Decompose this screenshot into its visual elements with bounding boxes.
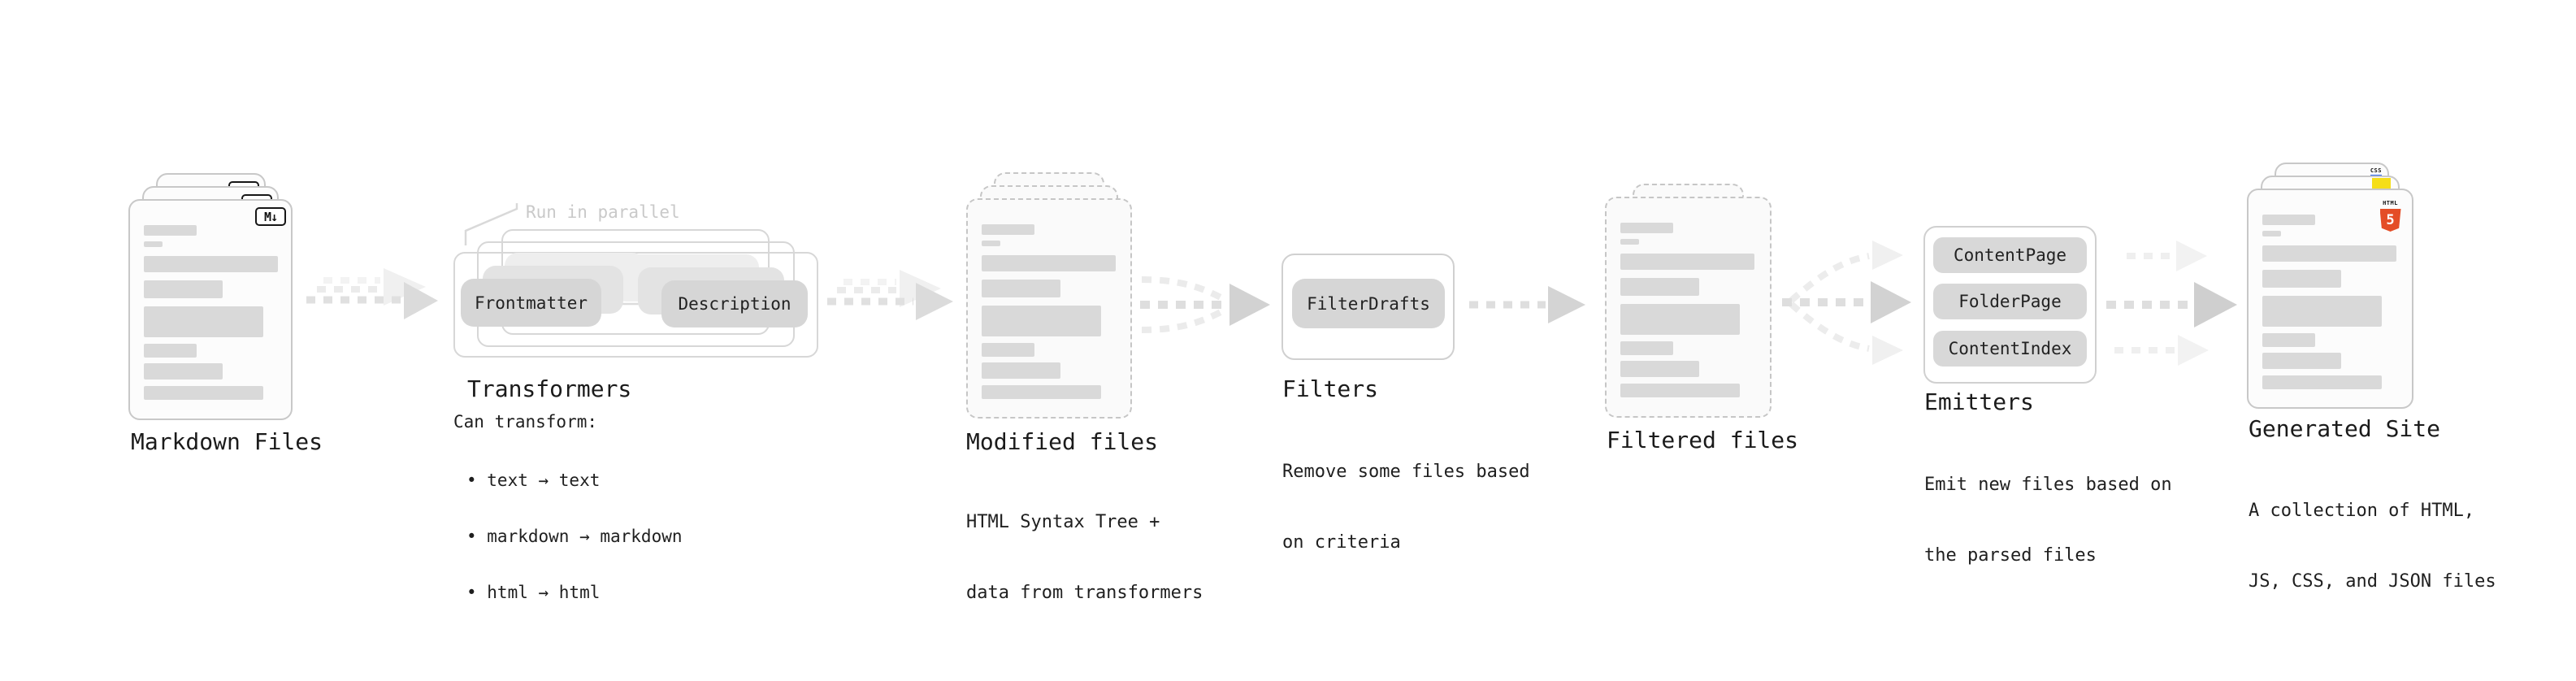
- description-line: JS, CSS, and JSON files: [2249, 571, 2496, 592]
- filters-box: [1281, 254, 1455, 360]
- markdown-files-label: Markdown Files: [131, 428, 323, 455]
- placeholder-bar: [1620, 254, 1754, 270]
- placeholder-bar: [2262, 215, 2315, 225]
- modified-files-title: Modified files: [966, 428, 1159, 455]
- description-line: HTML Syntax Tree +: [966, 512, 1160, 532]
- placeholder-bar: [144, 256, 278, 272]
- placeholder-bar: [982, 306, 1101, 336]
- description-line: data from transformers: [966, 583, 1203, 603]
- modified-files-description: HTML Syntax Tree + data from transformer…: [966, 463, 1203, 652]
- placeholder-bar: [144, 306, 263, 337]
- placeholder-bar: [2262, 375, 2382, 389]
- placeholder-bar: [2262, 353, 2341, 369]
- placeholder-bar: [982, 241, 1000, 246]
- transformers-description-heading: Can transform:: [453, 412, 598, 432]
- description-line: Emit new files based on: [1924, 475, 2172, 495]
- placeholder-bar: [2262, 333, 2315, 347]
- filters-title: Filters: [1282, 375, 1379, 402]
- arrow-transformers-to-modified: [827, 270, 953, 320]
- bullet-item: • text → text: [466, 471, 601, 490]
- placeholder-bar: [1620, 384, 1740, 397]
- frontmatter-pill: Frontmatter: [461, 279, 601, 327]
- description-line: A collection of HTML,: [2249, 501, 2475, 521]
- arrows-emitters-to-generated: [2106, 241, 2237, 366]
- bullet-item: • html → html: [466, 583, 601, 602]
- placeholder-bar: [2262, 245, 2396, 262]
- placeholder-bar: [144, 241, 163, 247]
- placeholder-bar: [144, 280, 223, 298]
- arrow-markdown-to-transformers: [306, 268, 438, 319]
- placeholder-bar: [2262, 231, 2281, 236]
- description-line: on criteria: [1282, 532, 1401, 553]
- filters-description: Remove some files based on criteria: [1282, 413, 1530, 601]
- content-page-pill: ContentPage: [1933, 237, 2087, 273]
- modified-file-card-front: [966, 198, 1132, 419]
- arrow-modified-to-filters-merge: [1140, 276, 1270, 333]
- placeholder-bar: [2262, 296, 2382, 327]
- generated-site-title: Generated Site: [2249, 415, 2441, 442]
- placeholder-bar: [1620, 239, 1639, 245]
- markdown-icon: M↓: [255, 207, 286, 226]
- html5-icon-label: HTML: [2383, 200, 2398, 206]
- markdown-file-card-front: M↓: [128, 199, 293, 420]
- html5-icon: HTML 5: [2379, 193, 2401, 232]
- arrow-filters-to-filtered: [1469, 286, 1585, 323]
- placeholder-bar: [144, 386, 263, 400]
- filtered-file-card-front: [1605, 197, 1772, 418]
- emitters-title: Emitters: [1924, 388, 2034, 415]
- placeholder-bar: [982, 385, 1101, 399]
- placeholder-bar: [1620, 278, 1699, 296]
- bullet-item: • markdown → markdown: [466, 527, 683, 546]
- placeholder-bar: [1620, 361, 1699, 377]
- arrow-filtered-to-emitters-split: [1782, 241, 1911, 365]
- placeholder-bar: [2262, 270, 2341, 288]
- placeholder-bar: [144, 225, 197, 236]
- placeholder-bar: [982, 280, 1060, 297]
- placeholder-bar: [1620, 304, 1740, 335]
- html5-icon-shield: 5: [2379, 209, 2401, 232]
- generated-site-description: A collection of HTML, JS, CSS, and JSON …: [2249, 452, 2496, 640]
- filtered-files-title: Filtered files: [1607, 427, 1799, 453]
- description-line: the parsed files: [1924, 545, 2097, 566]
- placeholder-bar: [982, 343, 1034, 357]
- placeholder-bar: [144, 344, 197, 358]
- placeholder-bar: [1620, 341, 1673, 355]
- placeholder-bar: [1620, 223, 1673, 233]
- emitters-description: Emit new files based on the parsed files: [1924, 426, 2172, 614]
- content-index-pill: ContentIndex: [1933, 331, 2087, 367]
- emitters-box: [1923, 226, 2097, 384]
- placeholder-bar: [144, 363, 223, 380]
- description-line: Remove some files based: [1282, 462, 1530, 482]
- js-file-icon: [2372, 178, 2391, 189]
- generated-file-card-front: HTML 5: [2247, 189, 2413, 409]
- placeholder-bar: [982, 224, 1034, 235]
- folder-page-pill: FolderPage: [1933, 284, 2087, 319]
- filter-drafts-pill: FilterDrafts: [1292, 279, 1445, 328]
- placeholder-bar: [982, 362, 1060, 379]
- run-in-parallel-label: Run in parallel: [526, 202, 680, 222]
- description-pill: Description: [661, 280, 808, 327]
- transformers-bullet-list: • text → text • markdown → markdown • ht…: [466, 434, 683, 640]
- transformers-title: Transformers: [467, 375, 632, 402]
- placeholder-bar: [982, 255, 1116, 271]
